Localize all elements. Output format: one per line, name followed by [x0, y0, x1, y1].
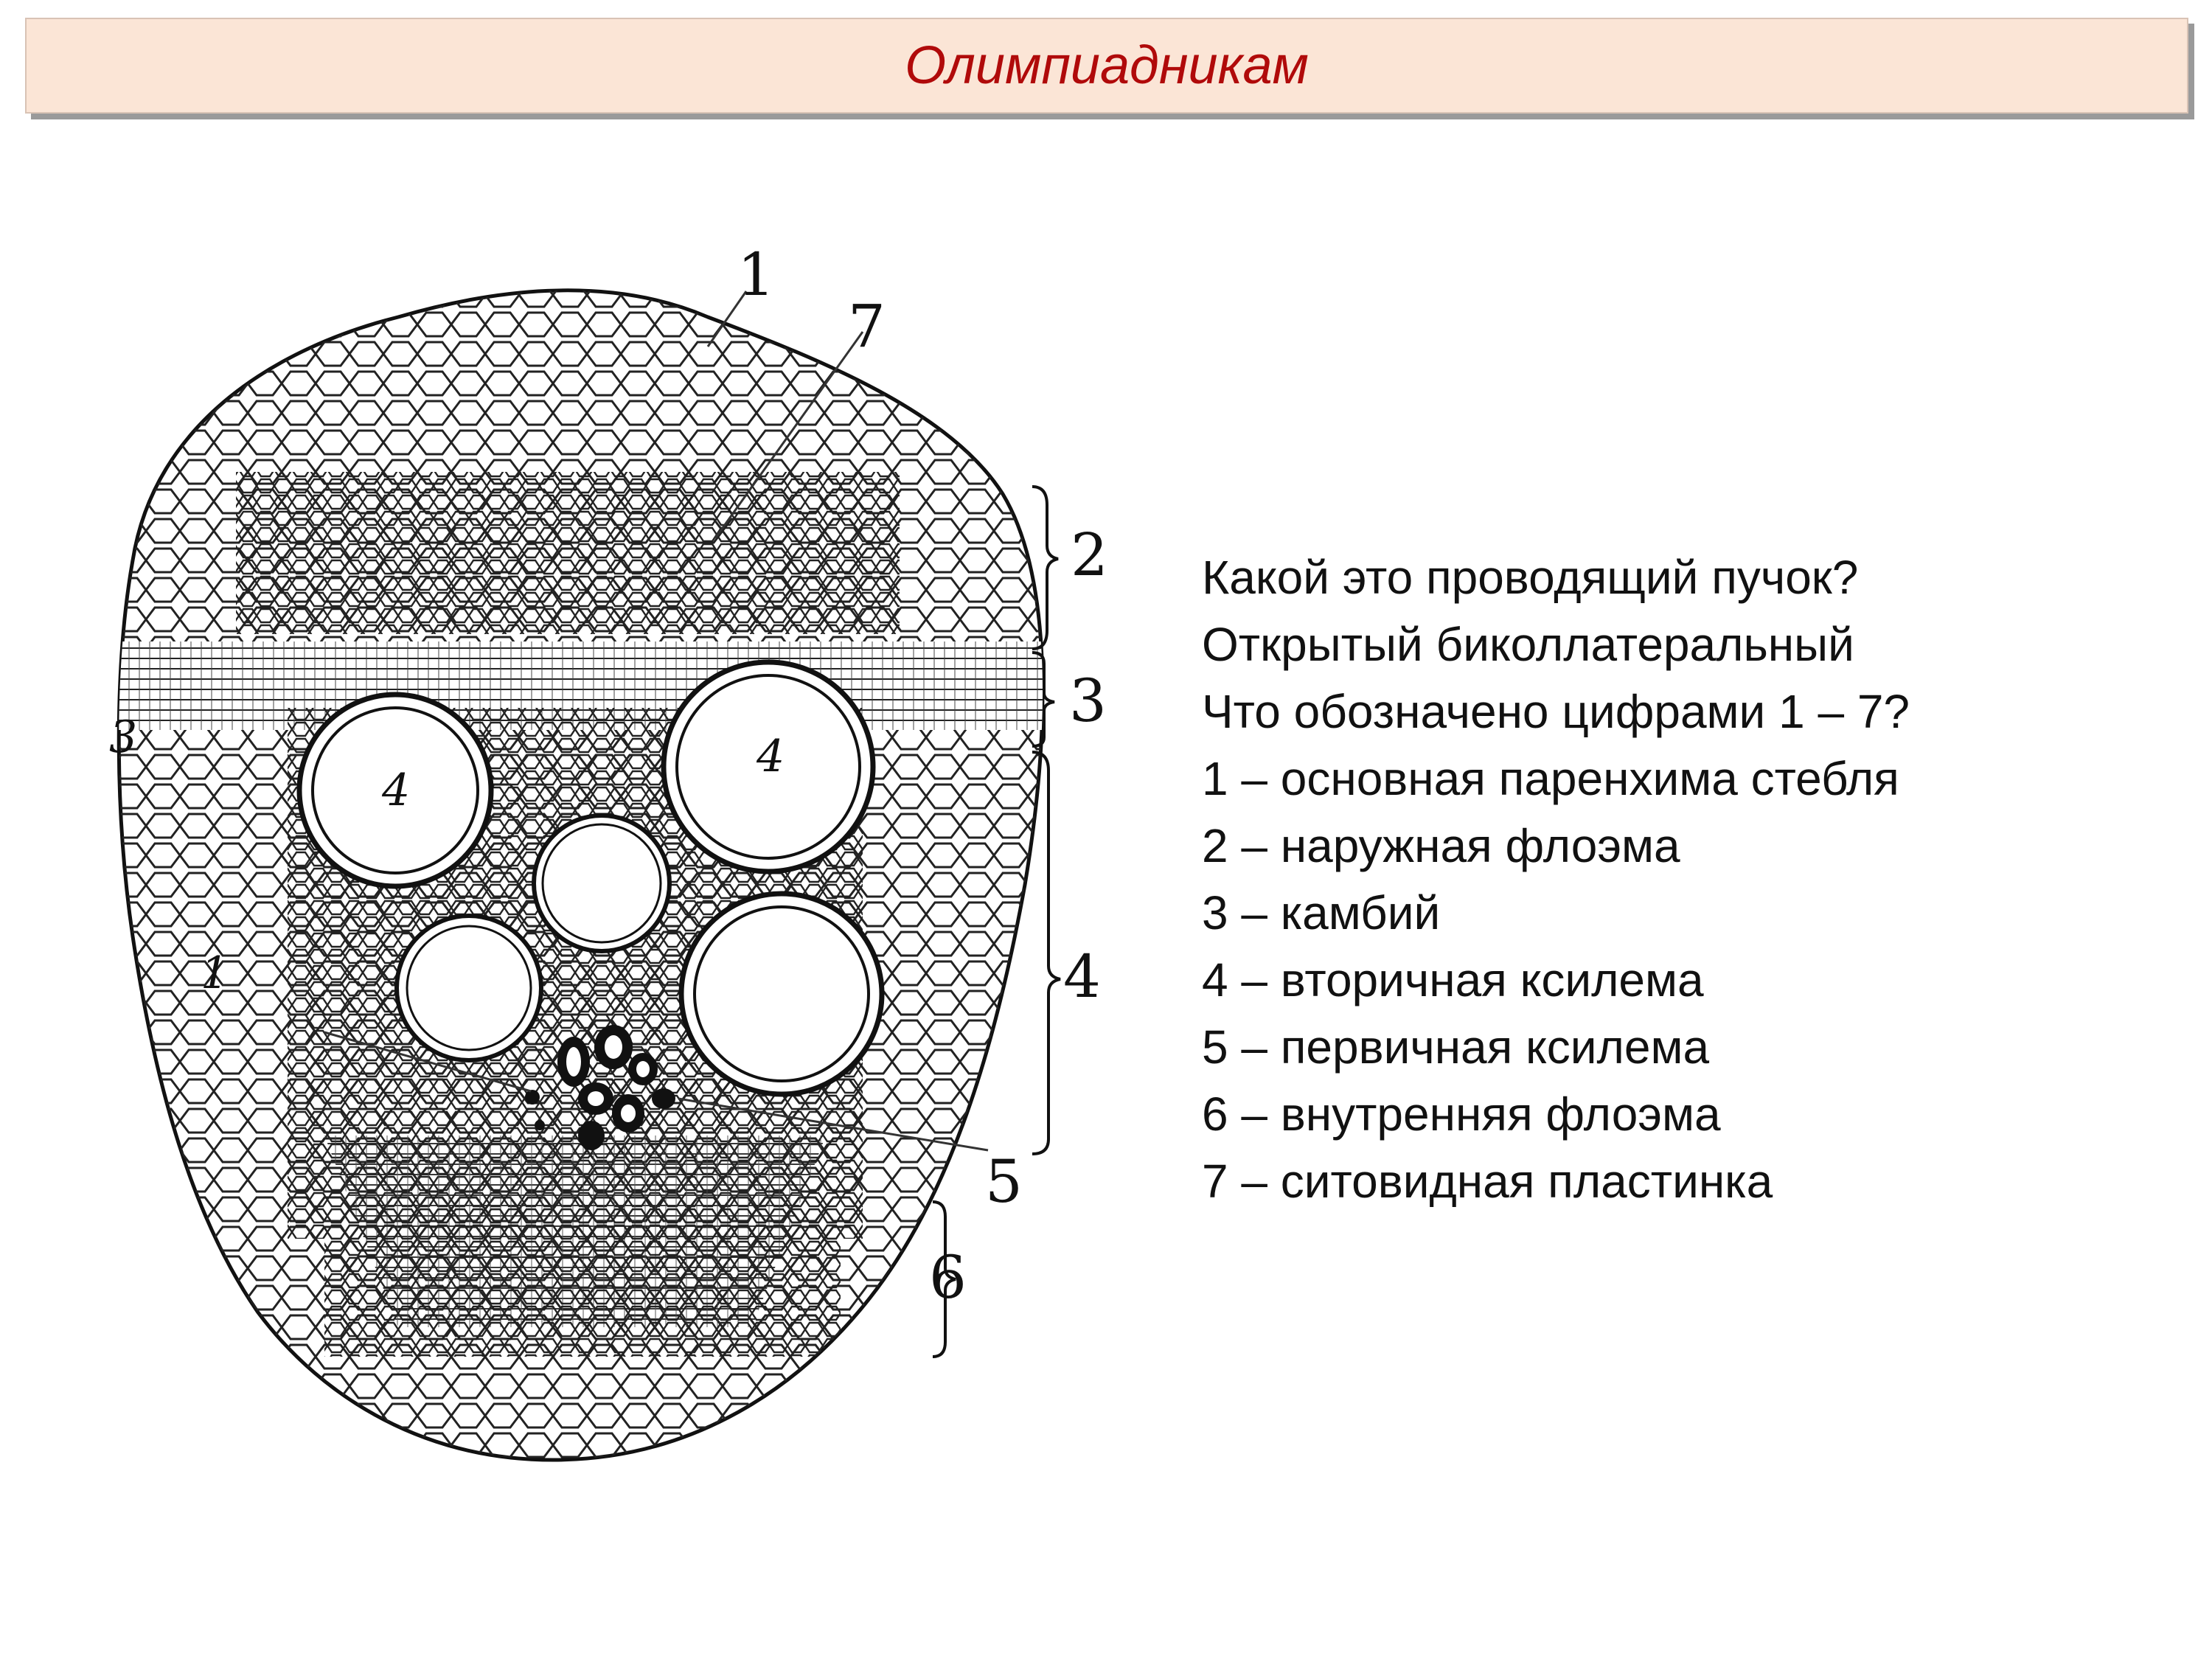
label-6: 6 — [929, 1243, 967, 1312]
legend-item-7: 7 – ситовидная пластинка — [1202, 1155, 1773, 1208]
primary-xylem-cluster — [525, 1025, 675, 1150]
bundle-tissue — [116, 288, 1045, 1462]
label-5: 5 — [985, 1147, 1023, 1216]
legend-item-2: 2 – наружная флоэма — [1202, 819, 1680, 872]
legend-item-6: 6 – внутренняя флоэма — [1202, 1088, 1721, 1141]
label-left-3: 3 — [109, 712, 137, 763]
label-4: 4 — [1063, 942, 1101, 1011]
label-3: 3 — [1069, 667, 1107, 735]
legend-item-4: 4 – вторичная ксилема — [1202, 953, 1704, 1006]
question-line: Что обозначено цифрами 1 – 7? — [1202, 685, 1910, 738]
number-labels: 1 7 2 3 4 5 6 3 1 — [109, 251, 1108, 1312]
label-1: 1 — [737, 251, 775, 309]
vessel-label-right: 4 — [756, 731, 785, 782]
vascular-bundle-diagram: 4 4 — [44, 251, 1121, 1489]
title-bar: Олимпиадникам — [25, 18, 2188, 114]
xylem-vessels: 4 4 — [296, 659, 885, 1097]
vessel-label-left: 4 — [381, 765, 410, 816]
question-line: Какой это проводящий пучок? — [1202, 551, 1859, 604]
brackets — [932, 485, 1061, 1358]
label-2: 2 — [1071, 521, 1108, 589]
label-left-1: 1 — [201, 947, 229, 999]
answer-line: Открытый биколлатеральный — [1202, 618, 1854, 671]
label-7: 7 — [848, 292, 886, 361]
legend-item-1: 1 – основная паренхима стебля — [1202, 752, 1899, 805]
leader-lines — [324, 291, 989, 1152]
legend-item-5: 5 – первичная ксилема — [1202, 1020, 1710, 1074]
slide-title: Олимпиадникам — [905, 36, 1309, 95]
legend-item-3: 3 – камбий — [1202, 886, 1441, 939]
diagram-svg: 4 4 — [109, 251, 1108, 1462]
question-answer-text: Какой это проводящий пучок? Открытый бик… — [1202, 544, 2175, 1215]
